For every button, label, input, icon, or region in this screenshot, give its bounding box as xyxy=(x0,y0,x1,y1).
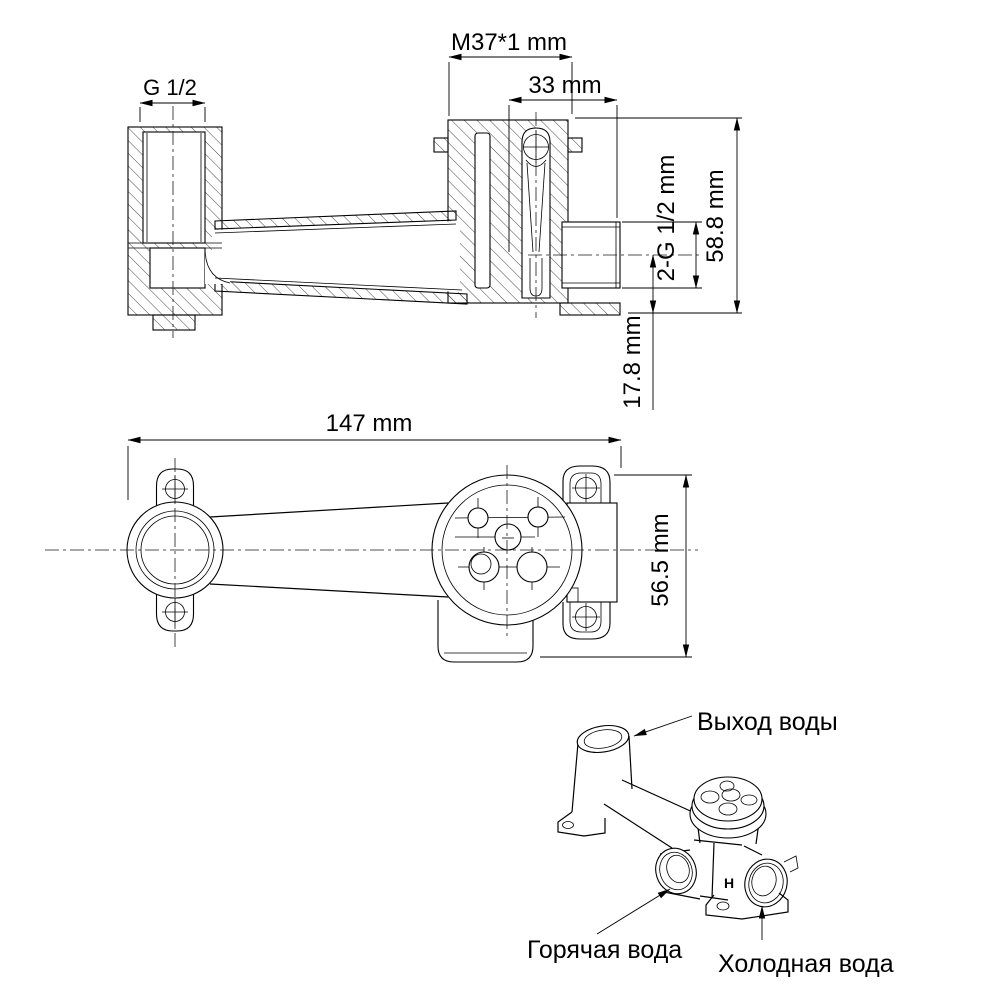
outlet-thread-bore xyxy=(142,131,206,244)
body-left-tab xyxy=(433,137,449,153)
dim-port-depth: 33 mm xyxy=(508,72,618,252)
dim-outlet-thread: G 1/2 xyxy=(139,75,206,122)
body-right-tab xyxy=(567,137,583,153)
spout-bore xyxy=(212,221,460,292)
dim-total-length: 147 mm xyxy=(127,410,622,500)
dim-label-total-height: 58.8 mm xyxy=(702,169,729,262)
cast-mark: H xyxy=(724,875,734,891)
hot-water-port xyxy=(655,847,697,895)
body-foot xyxy=(559,302,621,316)
chamber-fillet xyxy=(205,250,232,284)
spout-wall-bottom xyxy=(214,280,468,305)
spout-wall-top xyxy=(214,210,457,230)
outlet-tube-opening xyxy=(576,724,630,754)
face-hole-bottom-left xyxy=(468,551,500,583)
hot-water-label: Горячая вода xyxy=(527,936,682,964)
iso-rear-tab xyxy=(783,855,799,873)
outlet-tube-foot xyxy=(557,811,606,837)
dim-inlet-offset: 17.8 mm xyxy=(619,254,657,410)
iso-mounting-foot xyxy=(705,892,789,920)
face-hole-top-left xyxy=(467,507,489,529)
dim-total-height: 58.8 mm xyxy=(575,117,742,314)
cold-water-label: Холодная вода xyxy=(718,950,894,978)
dim-label-body-thread: M37*1 mm xyxy=(451,29,567,56)
dim-label-total-width: 56.5 mm xyxy=(647,513,674,606)
dim-label-inlet-offset: 17.8 mm xyxy=(619,315,646,408)
body-slot xyxy=(474,132,491,289)
face-hole-top-right xyxy=(527,506,549,528)
dim-label-total-length: 147 mm xyxy=(326,410,413,437)
face-hole-bottom-right xyxy=(516,551,548,583)
iso-view: H Выход воды Горячая вода Холодная вода xyxy=(527,708,894,978)
chamber-fillet-line xyxy=(204,247,231,284)
dim-inlet-threads: 2-G 1/2 mm xyxy=(622,155,702,289)
dim-total-width: 56.5 mm xyxy=(540,474,692,658)
outlet-lower-chamber xyxy=(149,247,206,289)
plan-view: 147 mm 56.5 mm xyxy=(45,410,698,663)
dim-label-port-depth: 33 mm xyxy=(528,72,601,99)
iso-flange-face xyxy=(693,776,763,822)
dim-label-inlet-threads: 2-G 1/2 mm xyxy=(653,155,680,282)
leader-outlet xyxy=(633,715,693,737)
outlet-socket-foot xyxy=(152,314,196,331)
section-view: G 1/2 M37*1 mm 33 mm 2-G 1/2 mm xyxy=(127,29,742,410)
leader-hot xyxy=(596,888,671,935)
outlet-label: Выход воды xyxy=(697,708,838,736)
face-hole-center xyxy=(494,523,522,551)
dim-body-thread: M37*1 mm xyxy=(448,29,573,116)
dim-label-outlet-thread: G 1/2 xyxy=(143,75,197,100)
